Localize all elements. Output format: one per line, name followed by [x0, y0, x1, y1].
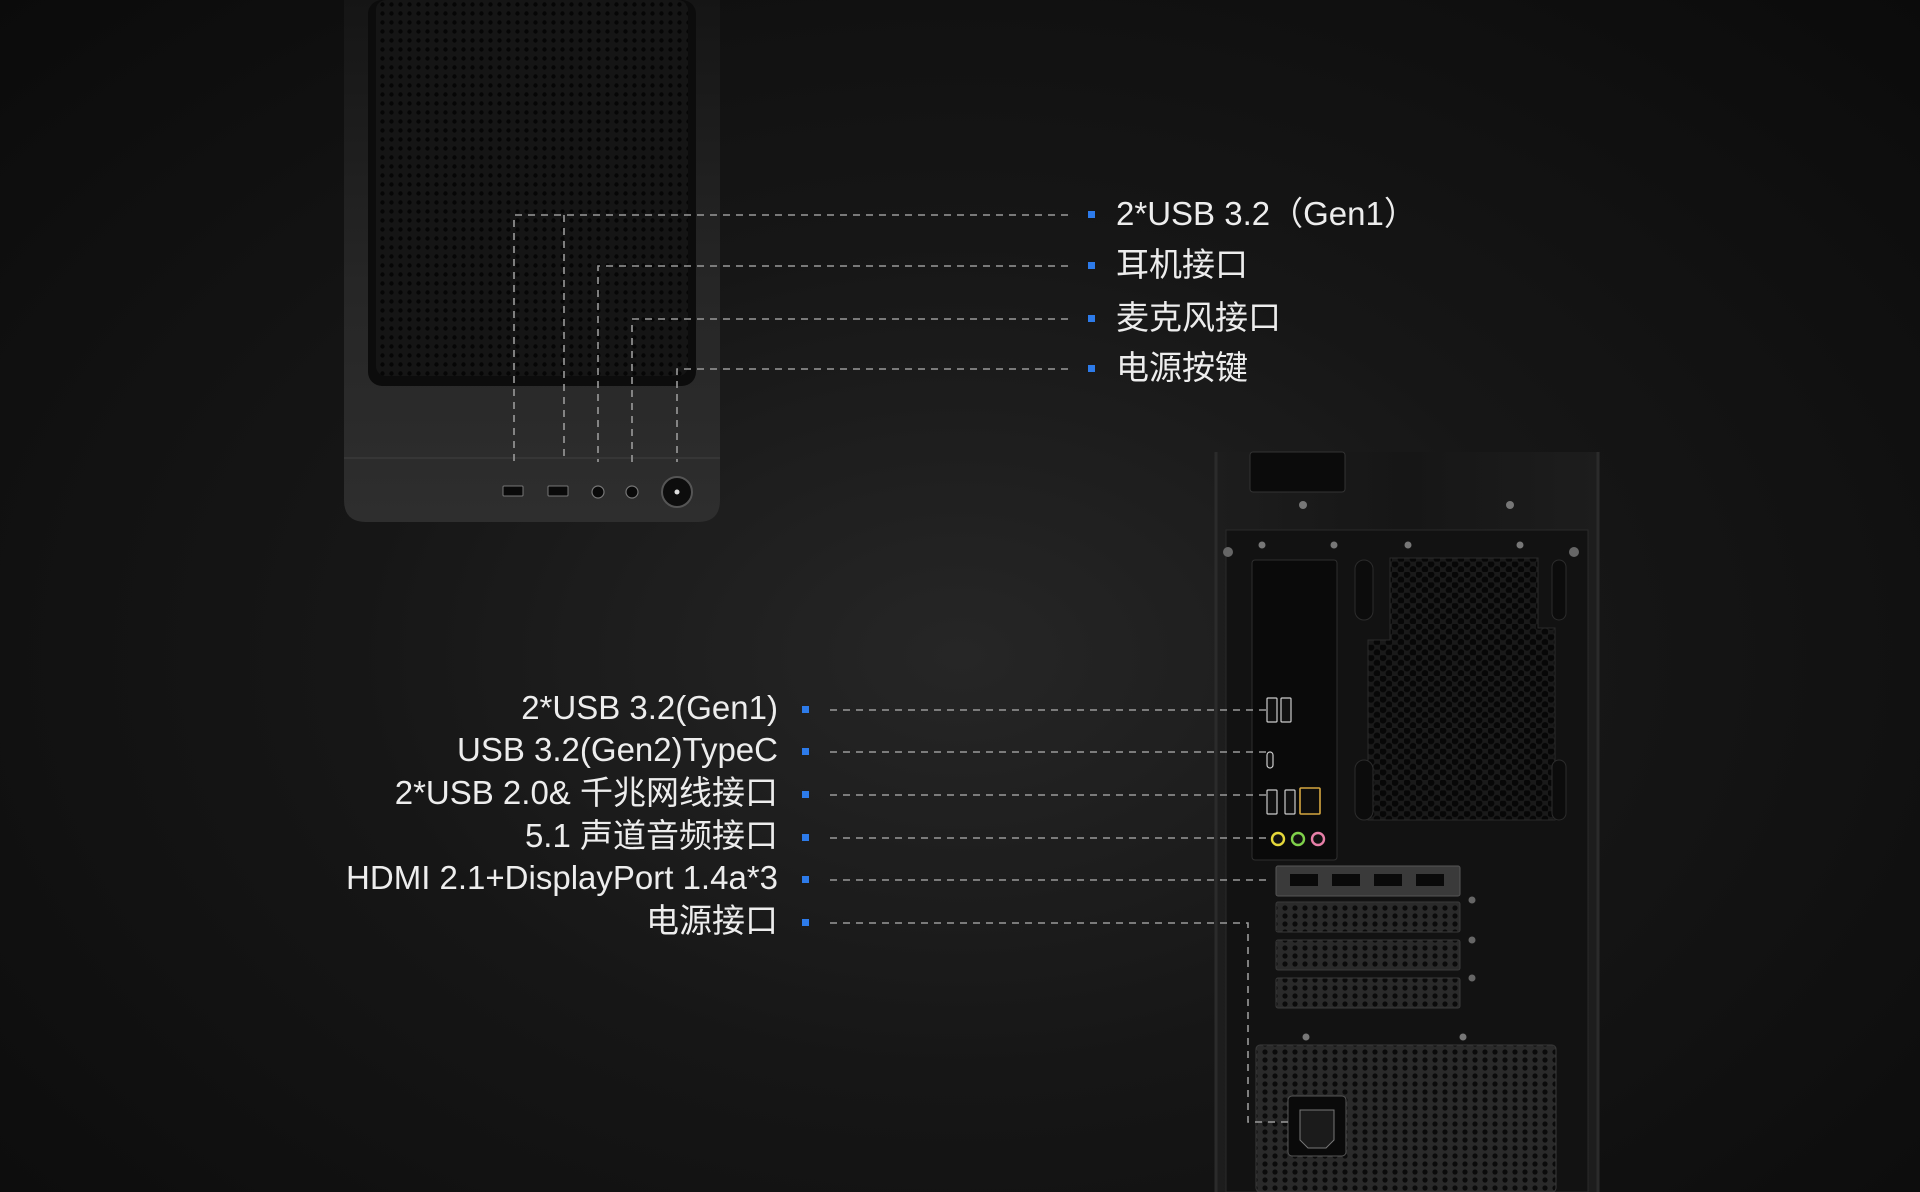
leader-line-front-usb [513, 214, 1068, 462]
leader-line-power-button [676, 368, 1068, 462]
front-case [344, 0, 720, 522]
rear-usb-3-2-gen1-ports [1266, 697, 1292, 723]
rear-usb2-ethernet-label: 2*USB 2.0& 千兆网线接口 [394, 774, 778, 811]
headphone-jack-label: 耳机接口 [1116, 246, 1248, 283]
rear-bullet-5 [802, 876, 809, 883]
microphone-jack-label: 麦克风接口 [1116, 299, 1281, 336]
audio-jacks-icon [1270, 831, 1326, 847]
power-button-icon [661, 476, 693, 508]
leader-line-headphone [597, 265, 1068, 462]
power-socket-label: 电源接口 [646, 902, 778, 939]
rear-usb-type-c-port [1266, 751, 1274, 769]
gpu-display-outputs [1275, 865, 1461, 897]
rear-bullet-4 [802, 834, 809, 841]
rear-typec-label: USB 3.2(Gen2)TypeC [457, 731, 778, 768]
gpu-outputs-label: HDMI 2.1+DisplayPort 1.4a*3 [346, 859, 778, 896]
ethernet-port-icon [1299, 787, 1321, 815]
rear-bullet-2 [802, 748, 809, 755]
power-socket-icon [1287, 1095, 1347, 1157]
front-usb-label: 2*USB 3.2（Gen1） [1116, 195, 1417, 232]
front-usb-port-1 [502, 485, 524, 497]
front-bullet-1 [1088, 211, 1095, 218]
audio-jacks-label: 5.1 声道音频接口 [524, 817, 778, 854]
rear-bullet-1 [802, 706, 809, 713]
front-bullet-3 [1088, 315, 1095, 322]
front-usb-port-2 [547, 485, 569, 497]
headphone-jack-icon [591, 485, 605, 499]
leader-line-power-socket [830, 922, 1288, 1123]
front-bullet-4 [1088, 365, 1095, 372]
power-button-label: 电源按键 [1116, 349, 1248, 386]
leader-line-microphone [631, 318, 1068, 462]
rear-case [1214, 451, 1600, 1192]
microphone-jack-icon [625, 485, 639, 499]
rear-bullet-3 [802, 791, 809, 798]
rear-usb-gen1-label: 2*USB 3.2(Gen1) [521, 689, 778, 726]
rear-bullet-6 [802, 919, 809, 926]
rear-usb-2-0-ports [1266, 789, 1296, 815]
front-bullet-2 [1088, 262, 1095, 269]
